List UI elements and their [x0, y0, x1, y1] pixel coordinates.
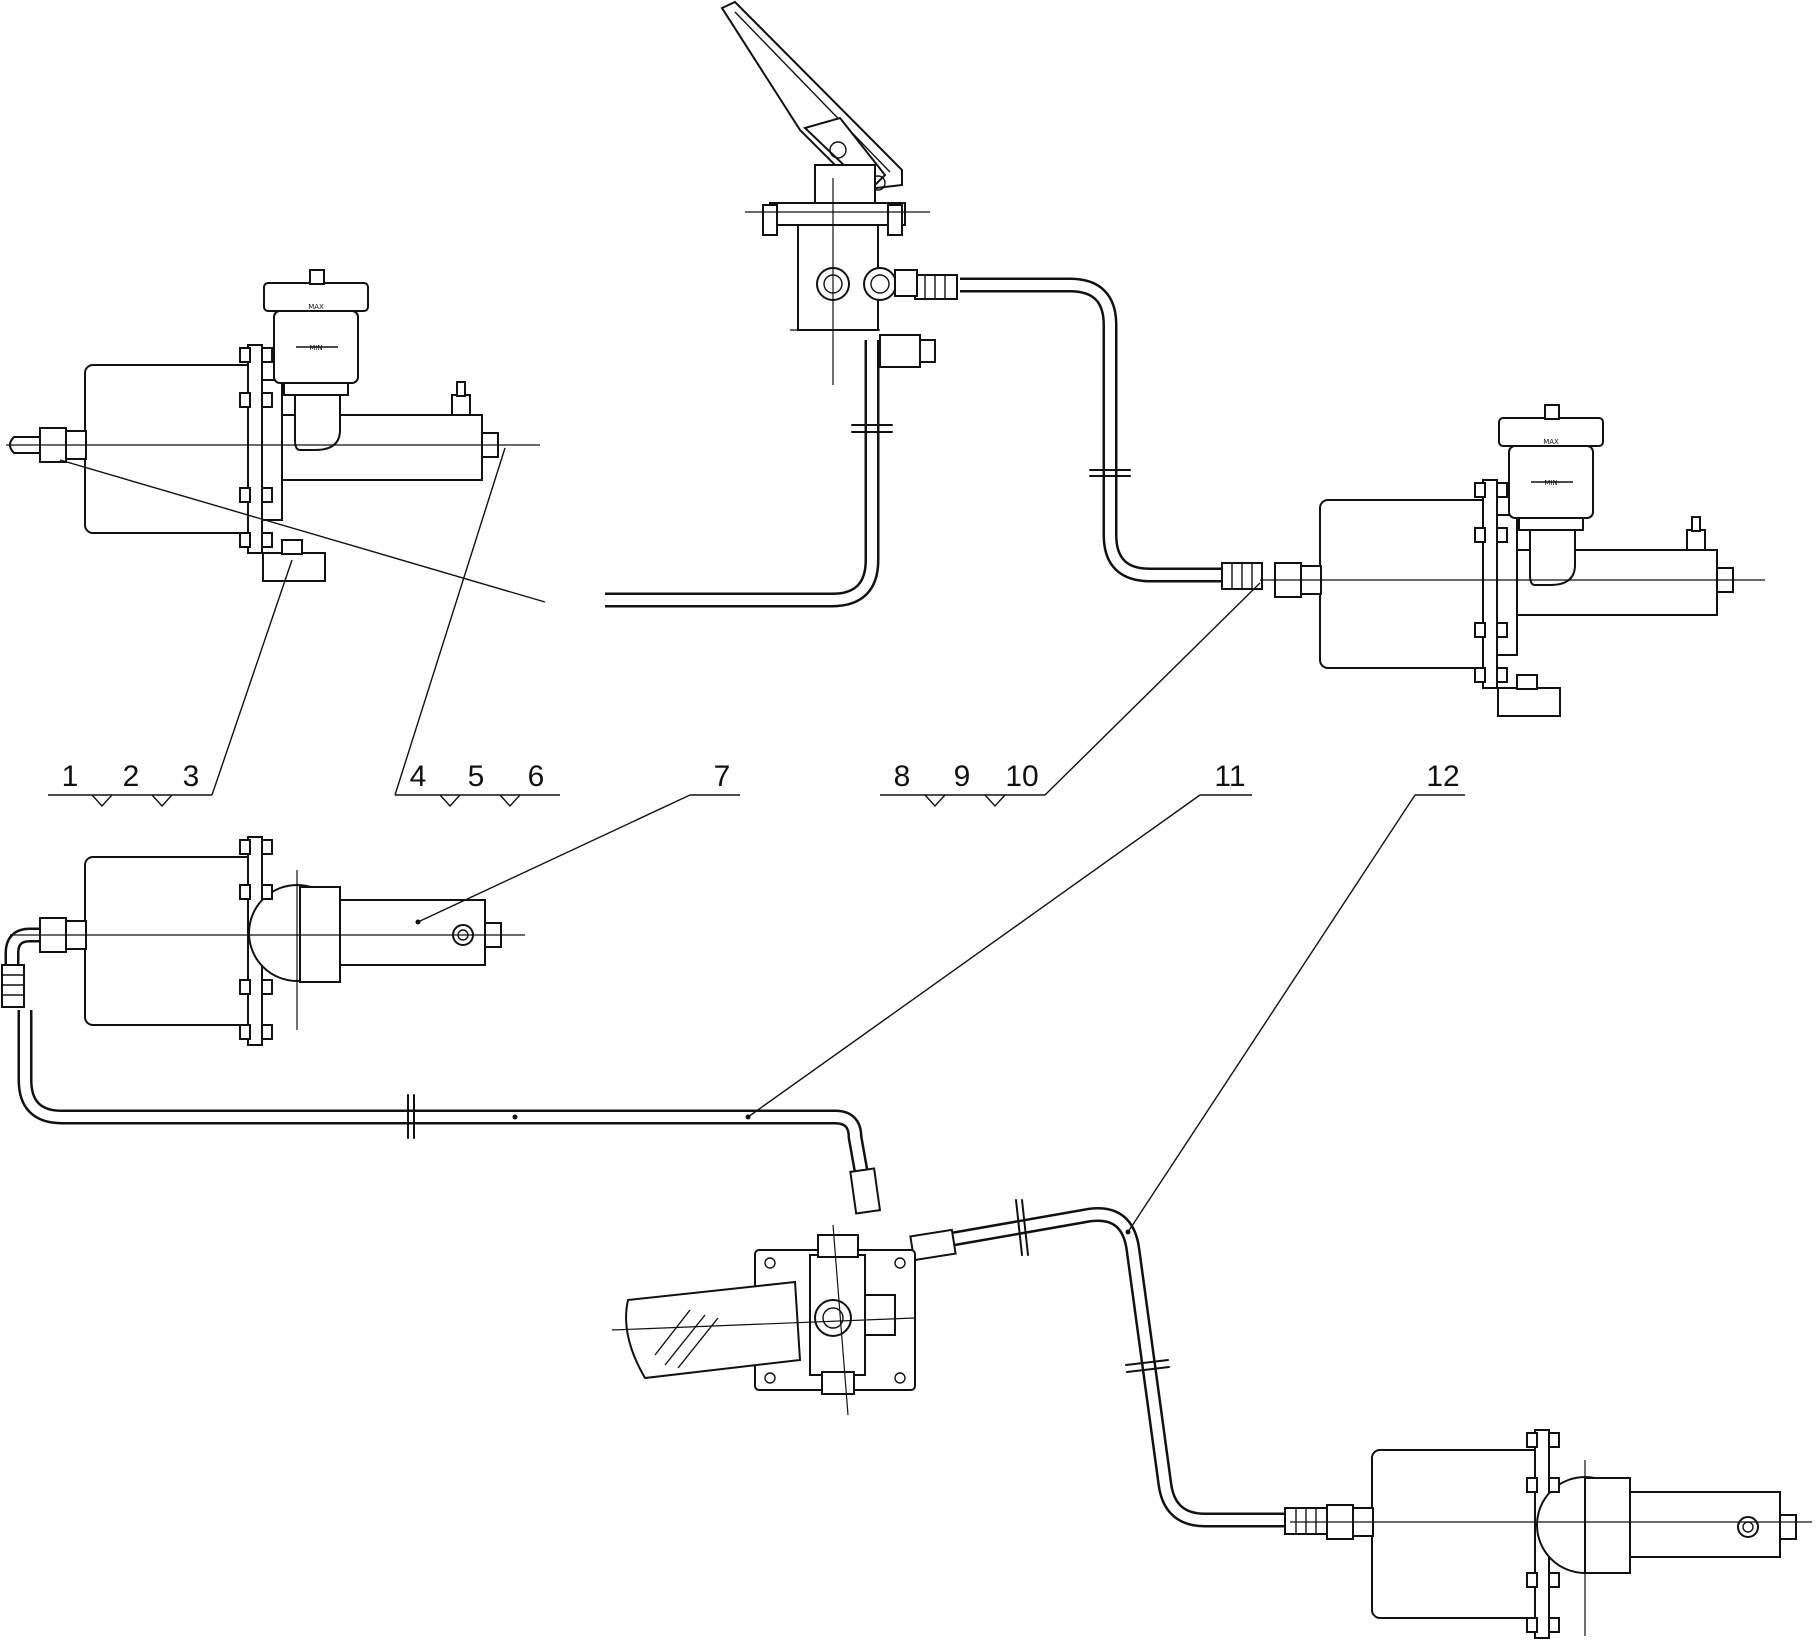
reservoir-min-mark: MIN: [309, 344, 322, 352]
callout-4: 4: [410, 760, 427, 793]
pipe-break-marks: [407, 424, 1170, 1373]
callout-labels: 1 2 3 4 5 6 7 8 9 10 11 12: [62, 760, 1460, 793]
reservoir-max-mark: MAX: [308, 303, 324, 311]
pipe-pedal-to-right-booster: [960, 277, 1225, 583]
callout-1: 1: [62, 760, 79, 793]
control-valve: [611, 1224, 916, 1416]
reservoir-right-max-mark: MAX: [1543, 438, 1559, 446]
callout-8: 8: [894, 760, 911, 793]
fluid-reservoir-right: MAX MIN: [1498, 404, 1604, 586]
callout-2: 2: [123, 760, 140, 793]
booster-upper-right: MAX MIN: [1260, 404, 1765, 717]
pipe-lines: [1, 274, 1328, 1535]
hose-fittings: [1, 274, 1328, 1535]
leader-lines: [48, 447, 1465, 1235]
callout-11: 11: [1214, 760, 1245, 793]
callout-7: 7: [714, 760, 731, 793]
booster-middle-left: [10, 836, 525, 1046]
pedal-master-cylinder: [720, 0, 936, 385]
booster-upper-left: MAX MIN: [6, 269, 540, 582]
pipe-pedal-lower: [605, 340, 880, 608]
callout-3: 3: [183, 760, 200, 793]
callout-5: 5: [468, 760, 485, 793]
callout-10: 10: [1005, 760, 1038, 793]
callout-6: 6: [528, 760, 545, 793]
reservoir-right-min-mark: MIN: [1544, 479, 1557, 487]
callout-12: 12: [1426, 760, 1459, 793]
fluid-reservoir: MAX MIN: [263, 269, 369, 451]
pipe-valve-to-lower-right-booster: [928, 1206, 1290, 1528]
pipe-left-booster-to-valve: [17, 1010, 876, 1212]
callout-9: 9: [954, 760, 971, 793]
booster-lower-right: [1290, 1429, 1812, 1639]
